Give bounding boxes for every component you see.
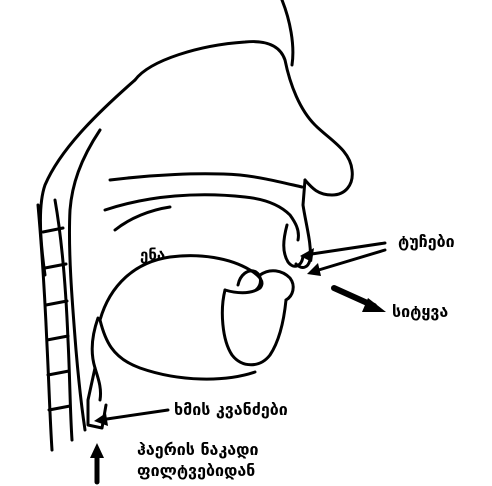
epiglottis bbox=[92, 318, 100, 400]
vertebra-4 bbox=[47, 336, 68, 340]
lips-label: ტუჩები bbox=[398, 234, 455, 250]
lower-lip bbox=[260, 271, 293, 300]
spine-back bbox=[38, 205, 52, 450]
vertebra-6 bbox=[49, 406, 70, 410]
palate bbox=[110, 174, 302, 187]
vocal-cords-label: ხმის კვანძები bbox=[174, 402, 288, 418]
vertebra-3 bbox=[46, 301, 67, 305]
tongue bbox=[100, 256, 262, 320]
vocal-cords-arrowhead bbox=[94, 413, 108, 426]
word-arrow bbox=[334, 288, 374, 306]
lower-teeth bbox=[238, 271, 261, 290]
vertebra-5 bbox=[48, 371, 69, 375]
upper-teeth bbox=[284, 225, 303, 266]
velum bbox=[115, 207, 170, 230]
word-label: სიტყვა bbox=[392, 304, 448, 320]
vocal-cords-arrow bbox=[100, 410, 168, 420]
nose-outline bbox=[135, 42, 352, 195]
pharynx-wall bbox=[69, 130, 100, 430]
airflow-label-line1: ჰაერის ნაკადი bbox=[137, 442, 259, 458]
chin-line bbox=[100, 320, 255, 379]
tongue-label: ენა bbox=[140, 248, 165, 263]
lower-jaw bbox=[222, 290, 286, 365]
airflow-label-line2: ფილტვებიდან bbox=[137, 463, 255, 479]
